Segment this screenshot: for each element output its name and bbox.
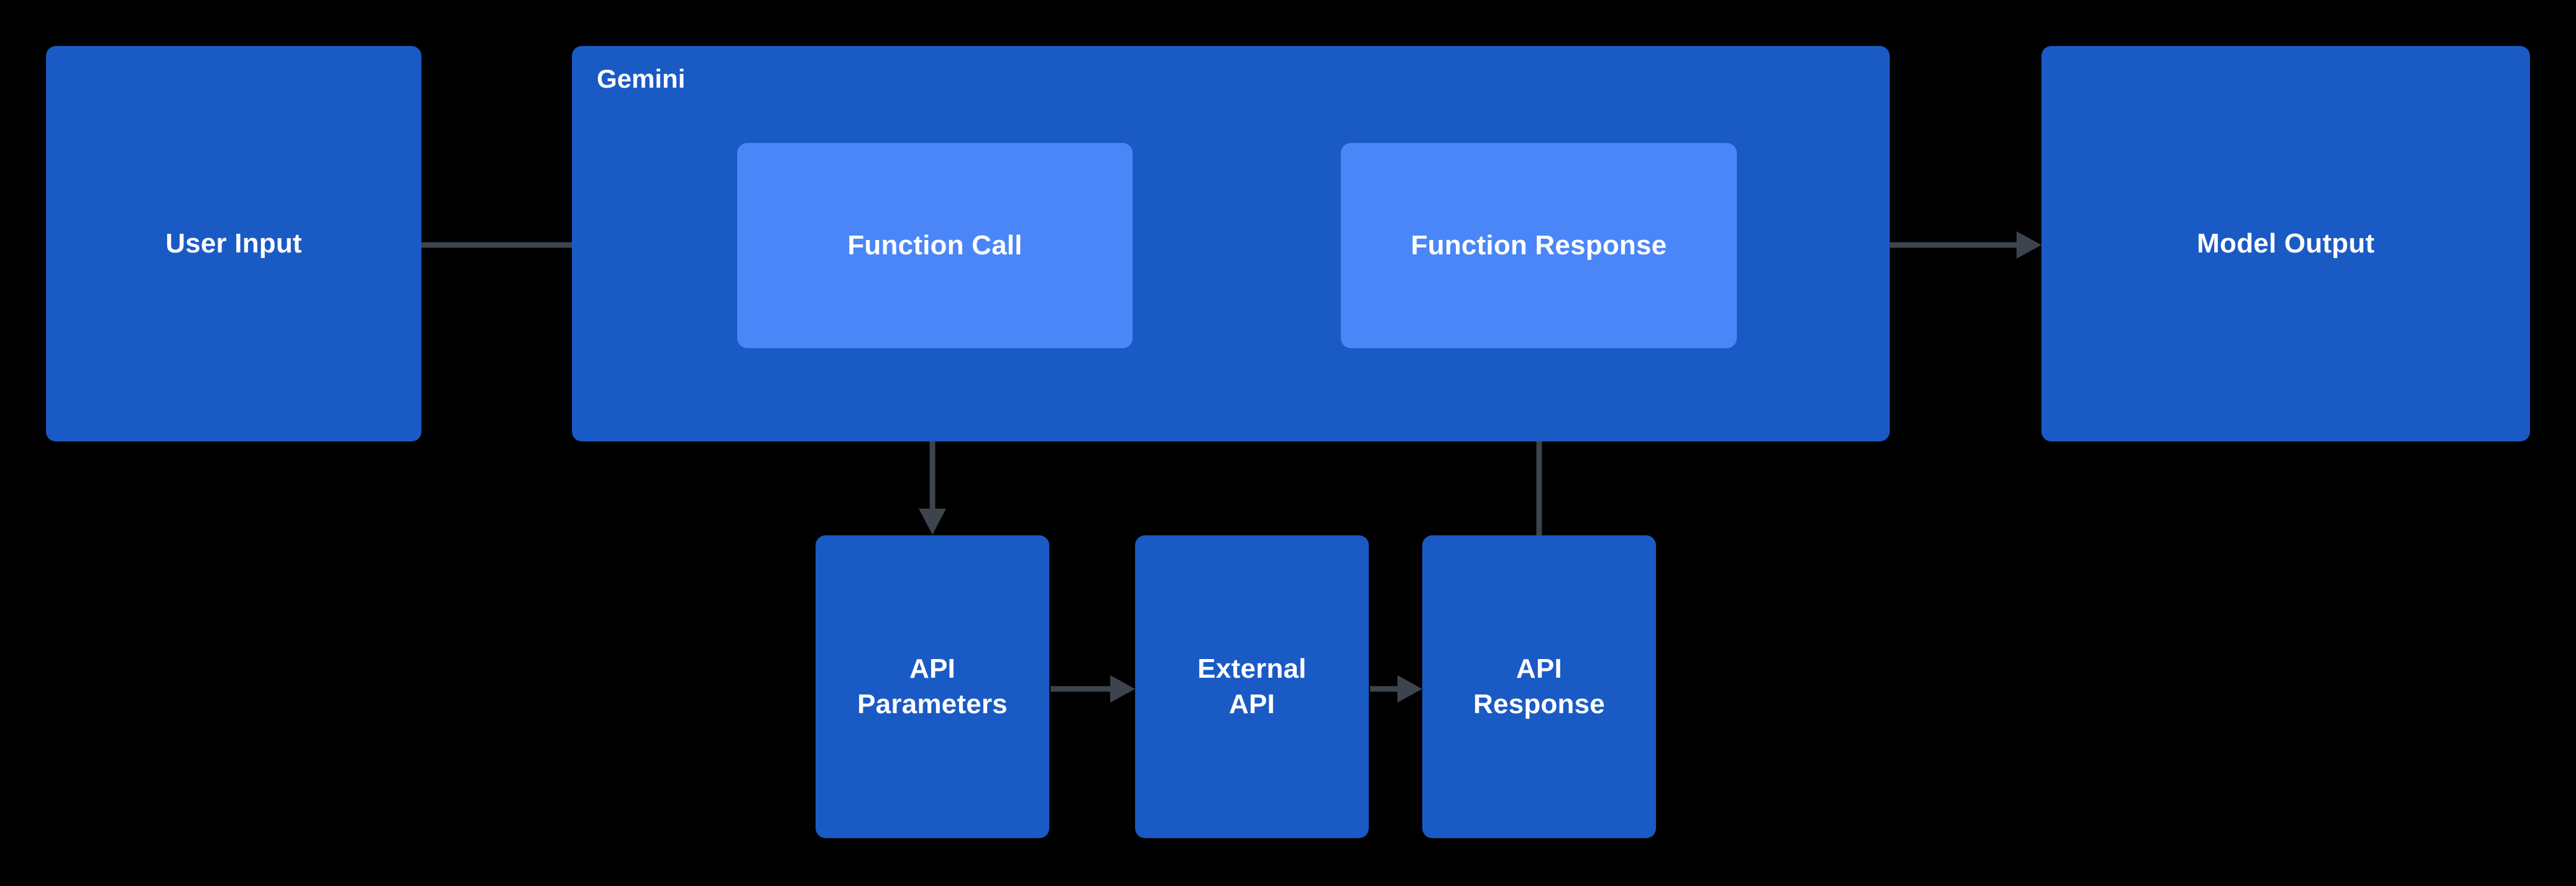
node-api-response[interactable]: API Response <box>1422 535 1656 838</box>
node-function-call-label: Function Call <box>847 229 1023 261</box>
edge-function-response-to-model-output <box>1890 231 2041 259</box>
node-external-api[interactable]: External API <box>1135 535 1369 838</box>
node-api-parameters-label: API Parameters <box>857 653 1008 719</box>
node-api-response-label: API Response <box>1473 653 1605 719</box>
node-api-parameters[interactable]: API Parameters <box>816 535 1049 838</box>
node-function-response-label: Function Response <box>1410 229 1667 261</box>
node-user-input[interactable]: User Input <box>46 46 421 441</box>
node-model-output[interactable]: Model Output <box>2041 46 2530 441</box>
node-model-output-label: Model Output <box>2197 228 2375 259</box>
edge-api-parameters-to-external-api <box>1051 675 1135 703</box>
node-external-api-label: External API <box>1197 653 1307 719</box>
node-function-response[interactable]: Function Response <box>1341 143 1737 348</box>
cluster-gemini-label: Gemini <box>597 64 686 93</box>
edge-external-api-to-api-response <box>1370 675 1422 703</box>
node-user-input-label: User Input <box>165 228 302 259</box>
node-function-call[interactable]: Function Call <box>737 143 1133 348</box>
